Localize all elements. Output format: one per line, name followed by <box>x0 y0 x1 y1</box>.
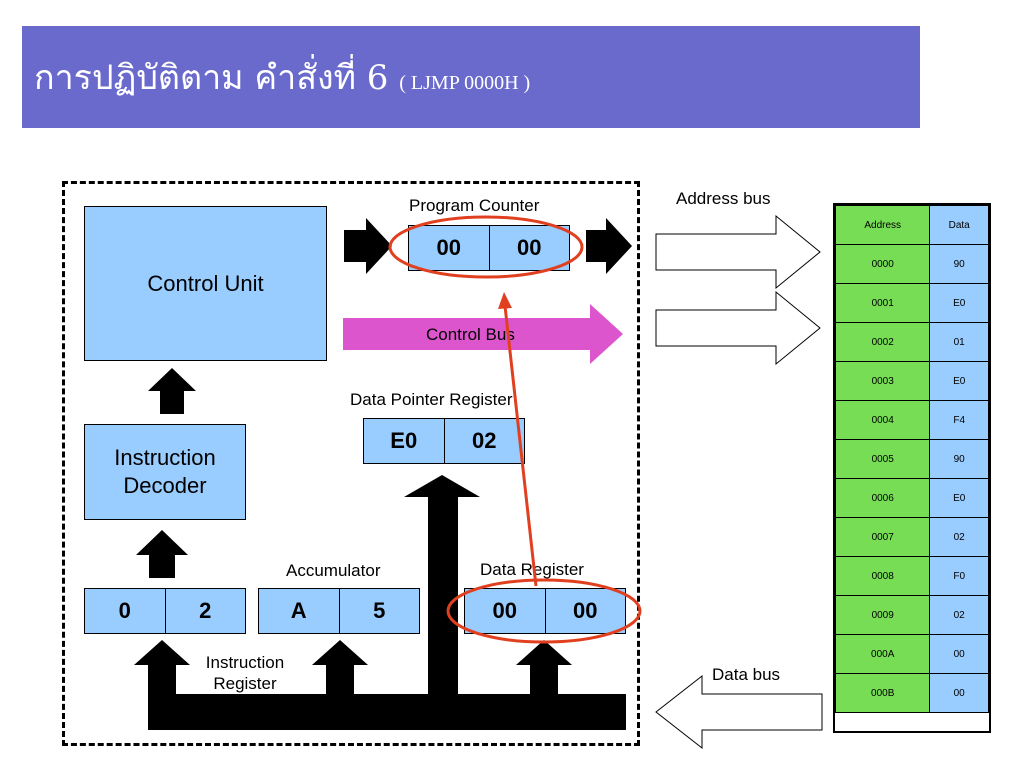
bus-branch-accumulator <box>312 640 368 694</box>
program-counter-register: 00 00 <box>408 225 570 271</box>
data-bus-label: Data bus <box>712 665 781 684</box>
memory-address-cell: 0005 <box>834 439 931 479</box>
pc-low-byte: 00 <box>517 235 542 260</box>
ir-low-nibble: 2 <box>199 598 212 623</box>
pc-high-byte: 00 <box>409 226 490 270</box>
memory-data-cell: E0 <box>929 361 989 401</box>
memory-data-cell: 90 <box>929 244 989 284</box>
slide-title: การปฏิบัติตาม คำสั่งที่ 6 ( LJMP 0000H ) <box>34 56 530 105</box>
data-register-label: Data Register <box>480 560 584 579</box>
memory-data-cell: 90 <box>929 439 989 479</box>
memory-address-cell: 0000 <box>834 244 931 284</box>
instruction-register: 0 2 <box>84 588 246 634</box>
arrow-ir-to-decoder <box>136 530 188 578</box>
title-instruction: ( LJMP 0000H ) <box>399 72 531 94</box>
arrow-into-program-counter <box>344 218 392 274</box>
memory-address-cell: 000A <box>834 634 931 674</box>
bus-branch-instruction <box>134 640 190 694</box>
memory-data-cell: E0 <box>929 283 989 323</box>
memory-header-data: Data <box>929 205 989 245</box>
address-bus-label: Address bus <box>676 189 771 208</box>
memory-data-cell: 01 <box>929 322 989 362</box>
bus-branch-data-register <box>516 640 572 694</box>
memory-address-cell: 0003 <box>834 361 931 401</box>
dptr-high-byte: E0 <box>364 419 445 463</box>
memory-data-cell: 00 <box>929 673 989 713</box>
data-pointer-register: E0 02 <box>363 418 525 464</box>
arrow-out-of-program-counter <box>586 218 632 274</box>
control-bus-arrow <box>343 304 623 364</box>
program-counter-label: Program Counter <box>409 196 540 215</box>
data-register-high-byte: 00 <box>465 589 546 633</box>
memory-address-cell: 0008 <box>834 556 931 596</box>
data-register-low-byte: 00 <box>573 598 598 623</box>
accumulator-register: A 5 <box>258 588 420 634</box>
internal-data-bus <box>148 694 626 730</box>
cpu-boundary <box>62 181 640 746</box>
control-unit-label: Control Unit <box>147 270 264 296</box>
memory-data-cell: F0 <box>929 556 989 596</box>
title-bar: การปฏิบัติตาม คำสั่งที่ 6 ( LJMP 0000H ) <box>22 26 920 128</box>
bus-branch-data-pointer <box>404 475 480 694</box>
memory-data-cell: 00 <box>929 634 989 674</box>
instruction-register-label: Instruction Register <box>205 653 285 693</box>
arrow-decoder-to-control <box>148 368 196 414</box>
memory-data-cell: 02 <box>929 595 989 635</box>
data-bus-arrow <box>655 674 823 750</box>
memory-address-cell: 0004 <box>834 400 931 440</box>
instruction-decoder-label: Instruction Decoder <box>114 445 216 498</box>
address-bus-arrow <box>655 214 821 290</box>
accumulator-low-nibble: 5 <box>373 598 386 623</box>
memory-header-address: Address <box>834 205 931 245</box>
title-main: การปฏิบัติตาม คำสั่งที่ 6 <box>34 58 389 98</box>
instruction-decoder: Instruction Decoder <box>84 424 246 520</box>
control-bus-label: Control Bus <box>426 325 515 344</box>
memory-address-cell: 0007 <box>834 517 931 557</box>
memory-address-cell: 0006 <box>834 478 931 518</box>
control-unit: Control Unit <box>84 206 327 361</box>
data-register: 00 00 <box>464 588 626 634</box>
control-bus-external-arrow <box>655 290 821 366</box>
dptr-low-byte: 02 <box>472 428 497 453</box>
memory-address-cell: 0009 <box>834 595 931 635</box>
memory-address-cell: 000B <box>834 673 931 713</box>
data-pointer-register-label: Data Pointer Register <box>350 390 513 409</box>
memory-address-cell: 0002 <box>834 322 931 362</box>
ir-high-nibble: 0 <box>85 589 166 633</box>
memory-address-cell: 0001 <box>834 283 931 323</box>
memory-data-cell: E0 <box>929 478 989 518</box>
accumulator-label: Accumulator <box>286 561 381 580</box>
memory-data-cell: F4 <box>929 400 989 440</box>
accumulator-high-nibble: A <box>259 589 340 633</box>
memory-data-cell: 02 <box>929 517 989 557</box>
